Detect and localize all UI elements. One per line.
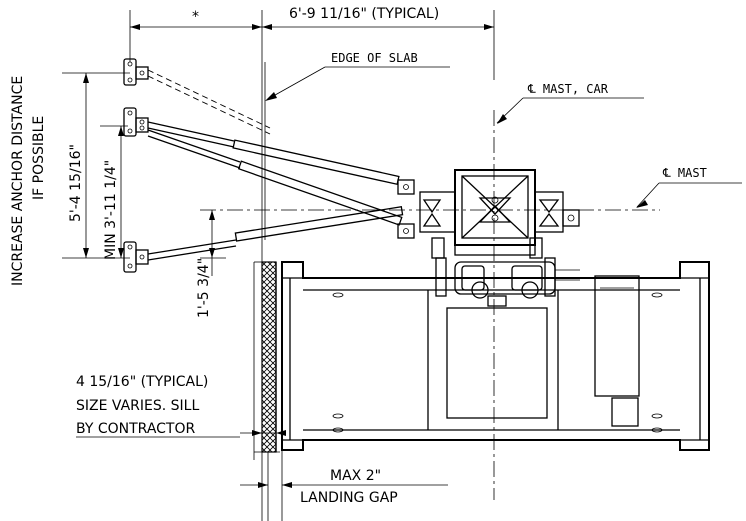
increase-anchor-line-1: INCREASE ANCHOR DISTANCE: [10, 76, 26, 286]
mast-label: ℄ MAST: [662, 166, 707, 180]
wall-brackets: [123, 58, 149, 273]
left-dimensions: INCREASE ANCHOR DISTANCE IF POSSIBLE 5'-…: [10, 72, 226, 318]
sill: [253, 261, 283, 521]
dim-min-3-11-label: MIN 3'-11 1/4": [103, 160, 119, 260]
gap-line-2: LANDING GAP: [300, 490, 398, 506]
sill-label: 4 15/16" (TYPICAL) SIZE VARIES. SILL BY …: [76, 374, 286, 438]
landing-gap-label: MAX 2" LANDING GAP: [240, 468, 448, 506]
mast-car-label: ℄ MAST, CAR: [527, 82, 609, 96]
sill-line-2: SIZE VARIES. SILL: [76, 398, 199, 414]
sill-line-3: BY CONTRACTOR: [76, 421, 195, 437]
typical-spacing-dimension: 6'-9 11/16" (TYPICAL): [289, 6, 439, 22]
edge-of-slab-label: EDGE OF SLAB: [331, 51, 418, 65]
gap-line-1: MAX 2": [330, 468, 381, 484]
dim-5-4-label: 5'-4 15/16": [68, 144, 84, 222]
sill-line-1: 4 15/16" (TYPICAL): [76, 374, 208, 390]
tie-rods: [147, 69, 415, 261]
mast-centerline: ℄ MAST: [200, 166, 742, 211]
star-dimension: *: [192, 9, 199, 25]
car-body: [281, 261, 710, 451]
mast-section: [419, 169, 580, 297]
mast-car-centerline: ℄ MAST, CAR: [493, 82, 644, 500]
increase-anchor-line-2: IF POSSIBLE: [31, 116, 47, 200]
drive-unit: [454, 261, 580, 307]
dim-1-5-label: 1'-5 3/4": [196, 258, 212, 318]
top-dimensions: * 6'-9 11/16" (TYPICAL): [129, 6, 495, 80]
